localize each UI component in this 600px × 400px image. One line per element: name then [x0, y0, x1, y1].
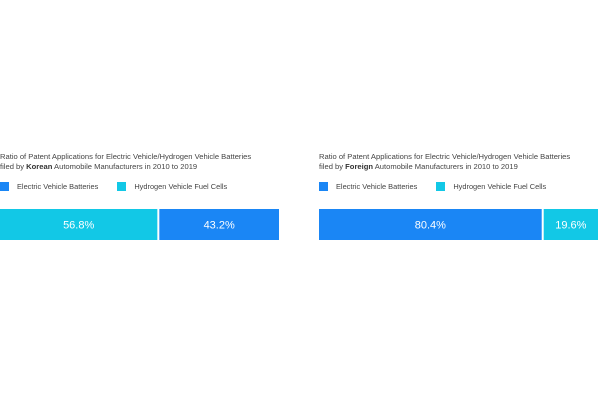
data-label-hydrogen: 56.8% — [63, 220, 94, 232]
title-suffix: Automobile Manufacturers in 2010 to 2019 — [52, 162, 198, 171]
legend-label-electric: Electric Vehicle Batteries — [17, 181, 99, 191]
legend-label-hydrogen: Hydrogen Vehicle Fuel Cells — [134, 181, 228, 191]
legend-swatch-electric — [319, 181, 328, 191]
legend-label-electric: Electric Vehicle Batteries — [336, 181, 418, 191]
title-highlight: Foreign — [345, 162, 374, 171]
title-prefix: filed by — [319, 162, 346, 171]
data-label-hydrogen: 19.6% — [555, 220, 586, 232]
chart-title: Ratio of Patent Applications for Electri… — [319, 152, 599, 172]
chart-korean: Ratio of Patent Applications for Electri… — [0, 152, 280, 240]
data-label-electric: 80.4% — [415, 220, 446, 232]
legend-item-hydrogen: Hydrogen Vehicle Fuel Cells — [117, 181, 228, 191]
chart-foreign: Ratio of Patent Applications for Electri… — [319, 152, 599, 240]
legend: Electric Vehicle Batteries Hydrogen Vehi… — [319, 181, 599, 191]
legend-swatch-hydrogen — [117, 181, 127, 191]
legend-swatch-hydrogen — [436, 181, 446, 191]
legend: Electric Vehicle Batteries Hydrogen Vehi… — [0, 181, 280, 191]
stacked-bar: 56.8% 43.2% — [0, 209, 279, 240]
title-line1: Ratio of Patent Applications for Electri… — [0, 152, 252, 161]
title-highlight: Korean — [26, 162, 53, 171]
bar-segment-electric — [319, 209, 542, 240]
stacked-bar: 80.4% 19.6% — [319, 209, 598, 240]
title-suffix: Automobile Manufacturers in 2010 to 2019 — [373, 162, 518, 171]
legend-label-hydrogen: Hydrogen Vehicle Fuel Cells — [453, 181, 547, 191]
data-label-electric: 43.2% — [204, 220, 235, 232]
title-prefix: filed by — [0, 162, 27, 171]
bar-segment-electric — [159, 209, 279, 240]
bar-segment-hydrogen — [543, 209, 598, 240]
legend-item-electric: Electric Vehicle Batteries — [319, 181, 418, 191]
legend-swatch-electric — [0, 181, 9, 191]
chart-title: Ratio of Patent Applications for Electri… — [0, 152, 280, 172]
legend-item-electric: Electric Vehicle Batteries — [0, 181, 99, 191]
bar-segment-hydrogen — [0, 209, 158, 240]
legend-item-hydrogen: Hydrogen Vehicle Fuel Cells — [436, 181, 547, 191]
title-line1: Ratio of Patent Applications for Electri… — [319, 152, 571, 161]
